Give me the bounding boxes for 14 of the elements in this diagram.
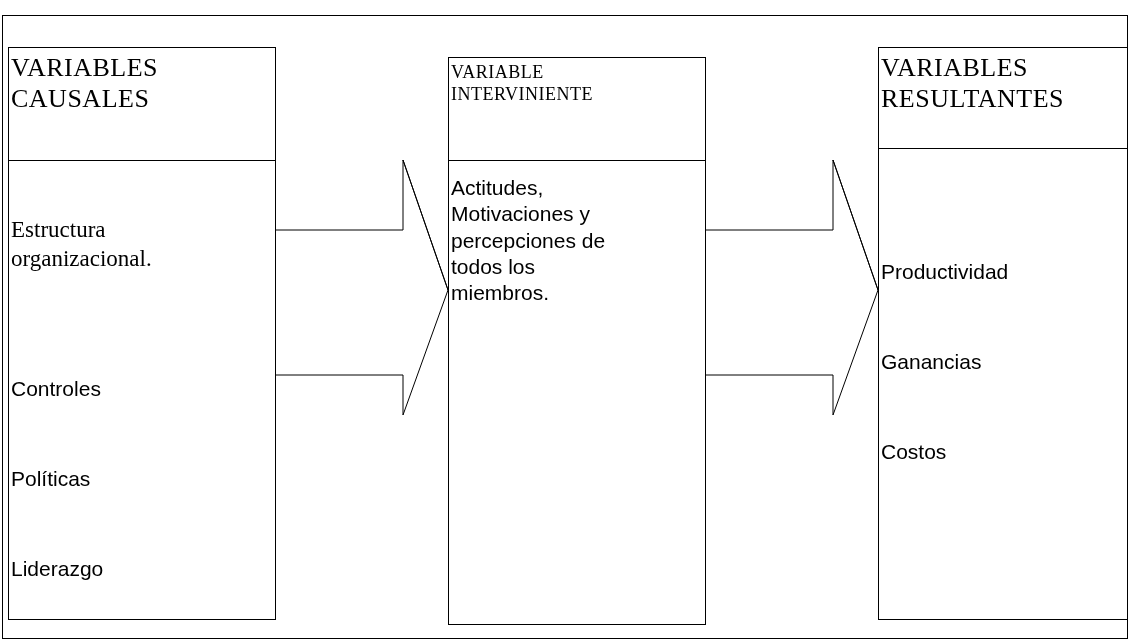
list-item: Políticas: [11, 466, 92, 492]
column-box: [878, 47, 1128, 620]
list-item: Controles: [11, 376, 102, 402]
column-heading: VARIABLE INTERVINIENTE: [449, 58, 705, 161]
column-heading: VARIABLES RESULTANTES: [879, 48, 1127, 149]
column-box: [8, 47, 276, 620]
list-item: Liderazgo: [11, 556, 105, 582]
list-item: Ganancias: [881, 349, 983, 375]
list-item: Actitudes, Motivaciones y percepciones de todos los miembros.: [451, 175, 607, 306]
column-box: [448, 57, 706, 625]
list-item: Productividad: [881, 259, 1010, 285]
list-item: Estructura organizacional.: [11, 216, 153, 273]
list-item: Costos: [881, 439, 948, 465]
column-heading: VARIABLES CAUSALES: [9, 48, 275, 161]
